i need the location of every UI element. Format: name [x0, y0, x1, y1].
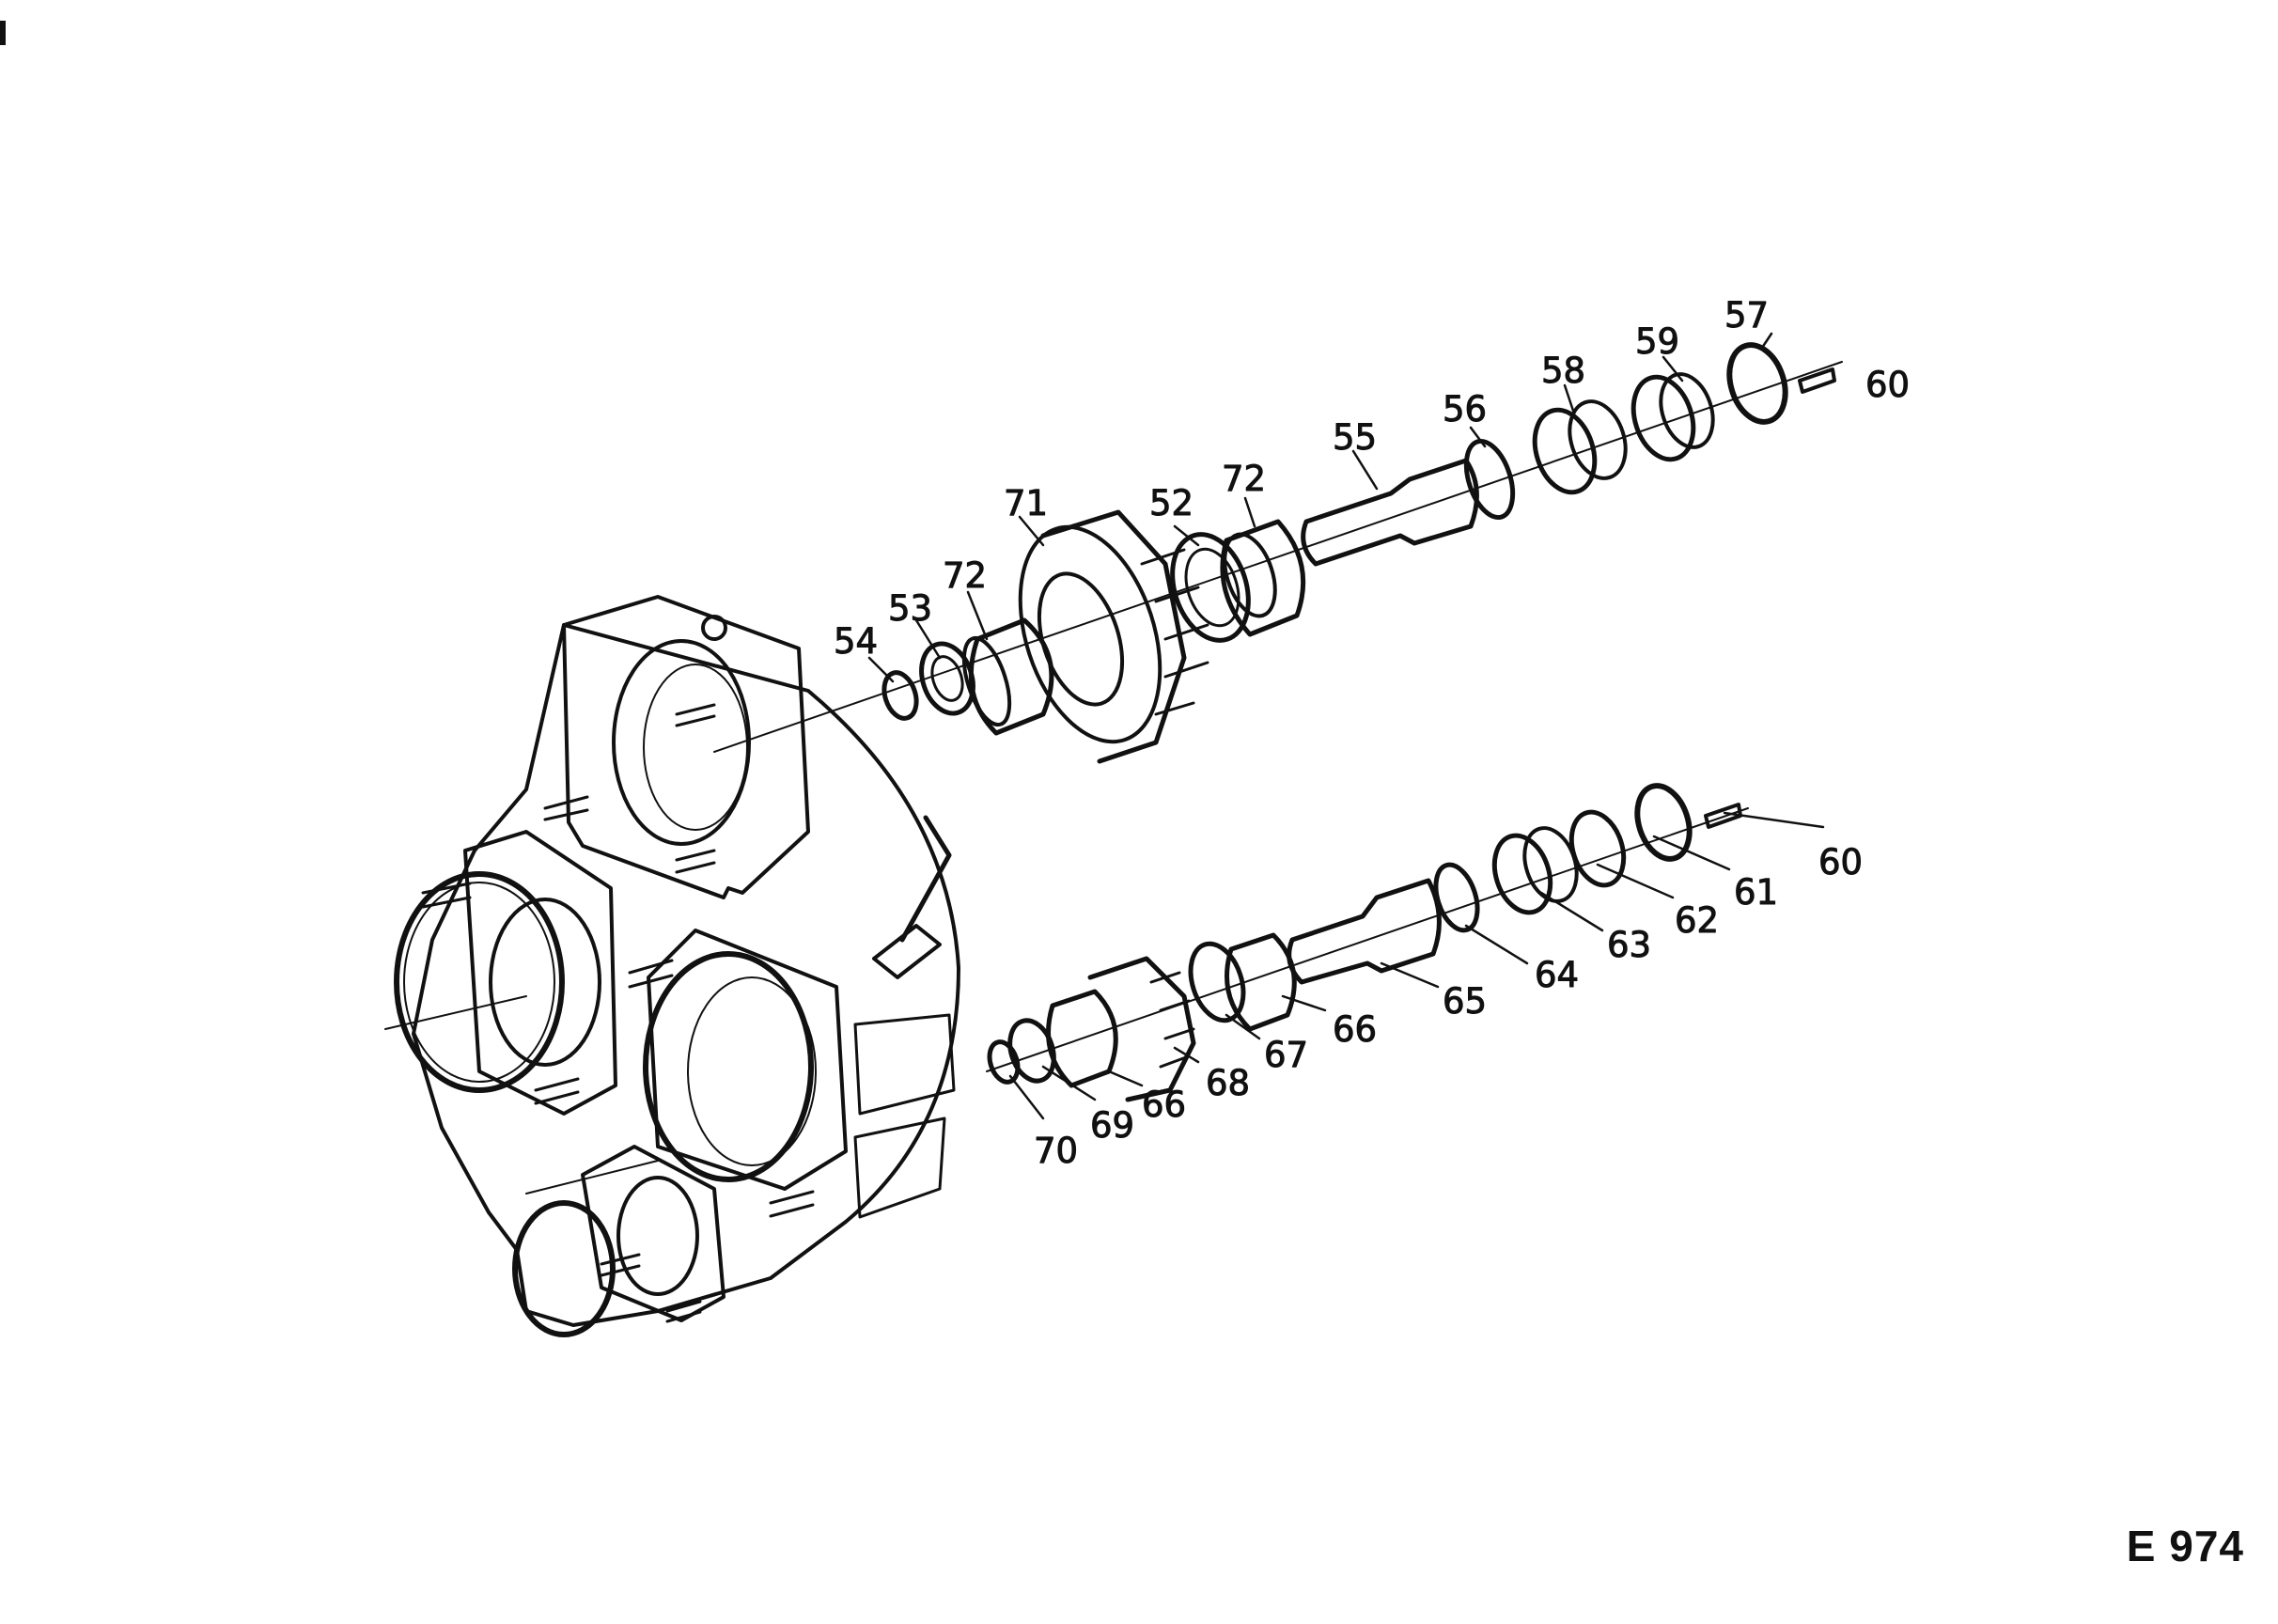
part-61-washer: [1634, 783, 1693, 862]
upper-shaft-assembly: [713, 342, 1843, 764]
top-flange-hole: [701, 615, 727, 641]
callout-67: 67: [1264, 1035, 1308, 1075]
part-71-gear: [1018, 509, 1209, 764]
callout-71: 71: [1004, 483, 1048, 523]
center-flange-bore: [643, 951, 814, 1182]
callout-66-right: 66: [1333, 1009, 1377, 1050]
housing-studs: [421, 703, 815, 1323]
callout-66-left: 66: [1142, 1085, 1186, 1125]
callout-61: 61: [1734, 872, 1778, 913]
callout-labels: 54 53 72 71 52 72 55 56 58 59 57 60 60 6…: [834, 295, 1911, 1172]
part-54-circlip: [882, 670, 919, 721]
drawing-reference: E 974: [2126, 1522, 2244, 1570]
housing-body-outline: [412, 623, 960, 1327]
left-o-ring: [394, 871, 565, 1093]
callout-64: 64: [1535, 955, 1579, 995]
part-64-circlip: [1433, 862, 1480, 933]
callout-60-upper: 60: [1865, 365, 1910, 405]
part-55-shaft: [1301, 458, 1479, 567]
part-70-circlip: [987, 1039, 1021, 1085]
bottom-flange-bore: [616, 1176, 699, 1296]
scan-edge-mark: [0, 21, 6, 45]
callout-69: 69: [1090, 1105, 1134, 1146]
part-57-washer: [1726, 342, 1788, 425]
housing-centerline-2: [525, 1160, 659, 1195]
bottom-flange: [581, 1145, 726, 1322]
callout-60-lower: 60: [1818, 842, 1863, 882]
part-52-spacer: [1170, 532, 1251, 643]
left-flange-bore: [489, 898, 601, 1067]
callout-63: 63: [1607, 925, 1651, 965]
callout-72-upper-right: 72: [1222, 459, 1266, 499]
callout-72-upper-left: 72: [943, 555, 987, 596]
callout-56: 56: [1443, 389, 1487, 429]
vent-pipe: [899, 815, 952, 943]
part-63-seal: [1491, 833, 1553, 915]
callout-53: 53: [888, 588, 932, 629]
part-60-pin-upper: [1798, 367, 1836, 394]
part-59-seal: [1630, 374, 1696, 462]
callout-54: 54: [834, 621, 878, 662]
part-58-seal: [1532, 407, 1598, 495]
leader-lines: [867, 332, 1825, 1120]
callout-65: 65: [1443, 981, 1487, 1022]
temperature-sensor: [872, 924, 942, 979]
bottom-o-ring: [512, 1200, 616, 1337]
center-flange: [647, 929, 848, 1191]
top-flange-bore: [612, 639, 751, 846]
housing-centerline-1: [384, 995, 527, 1030]
upper-axis: [713, 361, 1843, 753]
callout-68: 68: [1206, 1063, 1250, 1103]
callout-70: 70: [1034, 1131, 1078, 1171]
housing-rib-lower: [853, 1116, 946, 1219]
part-68-gear: [1087, 956, 1196, 1102]
callout-52: 52: [1149, 483, 1194, 523]
part-72-bearing-right: [1220, 519, 1306, 637]
part-67-spacer: [1188, 941, 1246, 1023]
callout-62: 62: [1675, 900, 1719, 941]
part-56-circlip: [1463, 438, 1516, 521]
part-60-pin-lower: [1704, 803, 1742, 829]
gearbox-housing: [384, 595, 960, 1337]
top-flange: [562, 595, 810, 899]
callout-57: 57: [1724, 295, 1769, 336]
callout-55: 55: [1333, 417, 1377, 458]
left-flange: [463, 830, 617, 1116]
callout-59: 59: [1635, 321, 1679, 362]
part-62-seal: [1568, 809, 1627, 888]
part-65-shaft: [1287, 878, 1442, 985]
housing-rib-upper: [853, 1013, 956, 1116]
callout-58: 58: [1541, 351, 1585, 391]
part-66-bearing-right: [1225, 932, 1297, 1032]
